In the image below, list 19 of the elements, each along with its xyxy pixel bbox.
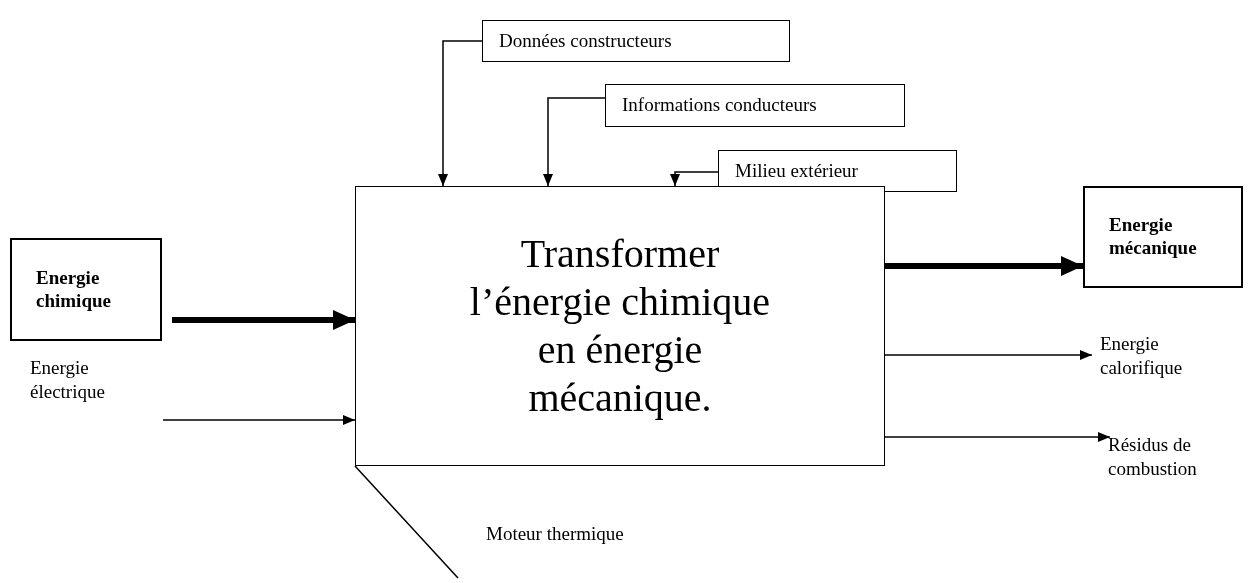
- flow-label: Résidus de combustion: [1100, 428, 1225, 486]
- control-box: Milieu extérieur: [718, 150, 957, 192]
- arrow: [885, 256, 1083, 276]
- arrow: [172, 310, 355, 330]
- flow-label: Energie calorifique: [1092, 328, 1212, 384]
- energy-box: Energie chimique: [10, 238, 162, 341]
- arrow: [884, 432, 1111, 442]
- arrow: [162, 415, 356, 425]
- control-box: Informations conducteurs: [605, 84, 905, 127]
- arrow: [438, 40, 483, 187]
- energy-box: Energie mécanique: [1083, 186, 1243, 288]
- arrow: [884, 350, 1093, 360]
- arrow: [670, 171, 719, 187]
- mechanism-label: Moteur thermique: [458, 520, 658, 580]
- control-box: Données constructeurs: [482, 20, 790, 62]
- connector-line: [354, 465, 459, 579]
- function-box: Transformer l’énergie chimique en énergie mécanique.: [355, 186, 885, 466]
- arrow: [543, 97, 606, 187]
- flow-label: Energie électrique: [22, 352, 163, 408]
